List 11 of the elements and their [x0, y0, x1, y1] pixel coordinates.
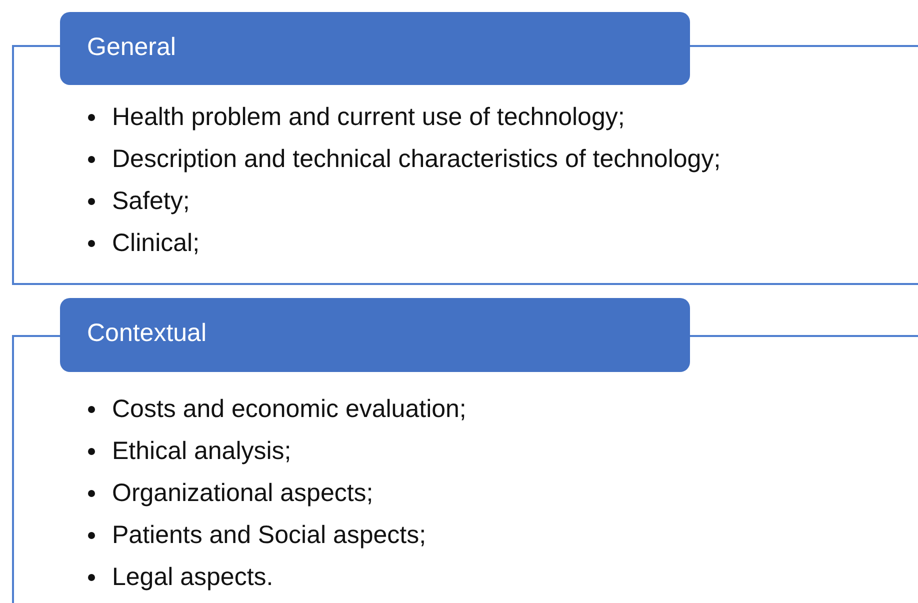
bullet-item: Organizational aspects;: [112, 478, 374, 509]
bullet-item: Description and technical characteristics of technology;: [112, 144, 721, 175]
bullet-item: Clinical;: [112, 228, 200, 259]
bullet-item: Health problem and current use of technology;: [112, 102, 625, 133]
bullet-item: Ethical analysis;: [112, 436, 292, 467]
section-heading: Contextual: [60, 298, 690, 372]
bullet-item: Legal aspects.: [112, 562, 274, 593]
section-heading: General: [60, 12, 690, 85]
bullet-item: Costs and economic evaluation;: [112, 394, 466, 425]
bullet-item: Safety;: [112, 186, 190, 217]
bullet-item: Patients and Social aspects;: [112, 520, 426, 551]
